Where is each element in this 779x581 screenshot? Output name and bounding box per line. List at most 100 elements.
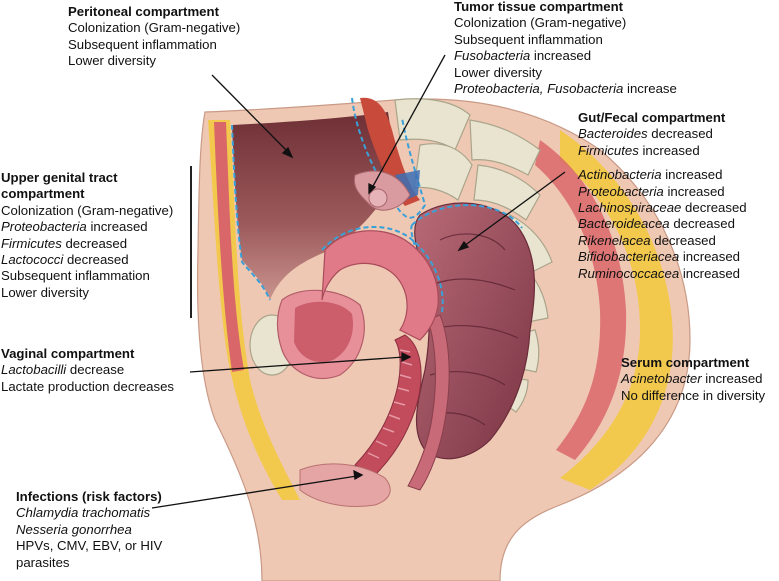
gut-item: Bacteroides decreased (578, 126, 747, 142)
gut-change: decreased (647, 126, 713, 142)
gut-item: Firmicutes increased (578, 143, 747, 159)
serum-line-1-taxon: Acinetobacter (621, 371, 702, 387)
gut-taxon: Lachinospiraceae (578, 200, 682, 216)
tumor-line-5: Proteobacteria, Fusobacteria increase (454, 81, 677, 97)
serum-line-2: No difference in diversity (621, 387, 766, 403)
arrowhead-vaginal (401, 351, 412, 363)
gut-taxon: Bacteroideacea (578, 216, 670, 232)
gut-spacer (578, 159, 747, 167)
upper-line-2-change: increased (86, 219, 148, 235)
upper-line-3: Firmicutes decreased (1, 236, 173, 252)
arrowhead-tumor (368, 182, 377, 195)
upper-line-1: Colonization (Gram-negative) (1, 202, 174, 218)
serum-compartment-label: Serum compartment Acinetobacter increase… (621, 355, 765, 404)
gut-compartment-label: Gut/Fecal compartment Bacteroides decrea… (578, 110, 747, 282)
arrowhead-peritoneal (281, 146, 294, 159)
gut-item: Actinobacteria increased (578, 167, 747, 183)
upper-line-3-taxon: Firmicutes (1, 235, 62, 251)
abdominal-fat-front (208, 120, 300, 500)
tumor-line-5-taxa: Proteobacteria, Fusobacteria (454, 81, 624, 97)
infections-label: Infections (risk factors) Chlamydia trac… (16, 489, 162, 571)
gut-item: Rikenelacea decreased (578, 233, 747, 249)
gut-item: Bacteroideacea decreased (578, 216, 747, 232)
gut-taxon: Rikenelacea (578, 232, 651, 248)
gut-taxon: Actinobacteria (578, 167, 662, 183)
gut-taxon: Bacteroides (578, 126, 648, 142)
upper-line-5: Subsequent inflammation (1, 268, 150, 284)
vulva (299, 463, 391, 508)
upper-line-2-taxon: Proteobacteria (1, 219, 87, 235)
back-muscle (535, 140, 627, 460)
bladder-lining (294, 301, 354, 362)
pointer-vaginal (189, 356, 405, 373)
tumor-compartment-label: Tumor tissue compartment Colonization (G… (454, 0, 677, 97)
pointer-gut (463, 171, 566, 247)
peritoneal-line-2: Subsequent inflammation (68, 36, 217, 52)
serum-title: Serum compartment (621, 355, 750, 370)
tumor-line-4: Lower diversity (454, 64, 542, 80)
pointer-peritoneal (211, 74, 289, 153)
gut-taxon: Bifidobacteriacea (578, 249, 680, 265)
upper-line-6: Lower diversity (1, 284, 89, 300)
upper-title-2: compartment (1, 186, 85, 202)
gut-taxon: Proteobacteria (578, 183, 664, 199)
upper-title-1: Upper genital tract (1, 170, 118, 185)
gut-change: increased (679, 249, 741, 265)
gut-item: Proteobacteria increased (578, 184, 747, 200)
vaginal-line-1: Lactobacilli decrease (1, 362, 174, 378)
vaginal-line-2: Lactate production decreases (1, 378, 175, 394)
vaginal-compartment-label: Vaginal compartment Lactobacilli decreas… (1, 346, 174, 395)
gut-taxon: Ruminococcacea (578, 265, 680, 281)
uterus (321, 230, 439, 341)
infections-line-3: HPVs, CMV, EBV, or HIV (16, 538, 163, 554)
abdominal-muscle (214, 122, 244, 372)
peritoneal-outline (231, 124, 271, 301)
upper-line-4-taxon: Lactococci (1, 252, 64, 268)
gut-taxon: Firmicutes (578, 142, 639, 158)
upper-genital-compartment-label: Upper genital tract compartment Coloniza… (1, 170, 173, 301)
gut-change: increased (638, 142, 700, 158)
peritoneal-cavity (232, 112, 398, 300)
gut-change: decreased (681, 200, 747, 216)
upper-line-4: Lactococci decreased (1, 252, 173, 268)
infections-line-2: Nesseria gonorrhea (16, 521, 132, 537)
vaginal-title: Vaginal compartment (1, 346, 135, 361)
infections-title: Infections (risk factors) (16, 489, 162, 504)
ureter (395, 170, 420, 200)
gut-change: increased (663, 183, 725, 199)
gut-title: Gut/Fecal compartment (578, 110, 726, 125)
tumor-line-1: Colonization (Gram-negative) (454, 15, 627, 31)
upper-line-2: Proteobacteria increased (1, 219, 173, 235)
infections-line-4: parasites (16, 554, 70, 570)
tumor-line-2: Subsequent inflammation (454, 31, 603, 47)
peritoneal-line-3: Lower diversity (68, 53, 156, 69)
vaginal-rugae (367, 349, 413, 459)
ovary-tube (353, 170, 411, 211)
peritoneal-compartment-label: Peritoneal compartment Colonization (Gra… (68, 4, 240, 70)
tumor-line-3-change: increased (530, 48, 592, 64)
arrowhead-gut (457, 240, 470, 252)
arrowhead-infections (353, 469, 364, 481)
vaginal-line-1-taxon: Lactobacilli (1, 362, 67, 378)
vaginal-line-1-change: decrease (66, 362, 125, 378)
gut-item: Lachinospiraceae decreased (578, 200, 747, 216)
tumor-outline (351, 97, 427, 219)
tumor-line-5-change: increase (623, 81, 677, 97)
rectum (407, 314, 450, 491)
gut-change: decreased (669, 216, 735, 232)
tumor-line-3-taxon: Fusobacteria (454, 48, 531, 64)
gut-change: increased (661, 167, 723, 183)
upper-line-4-change: decreased (63, 252, 129, 268)
serum-line-1: Acinetobacter increased (621, 371, 765, 387)
pointer-tumor (371, 54, 446, 189)
pointer-infections (151, 475, 358, 509)
gut-change: decreased (650, 232, 716, 248)
upper-line-3-change: decreased (61, 235, 128, 251)
tumor-title: Tumor tissue compartment (454, 0, 624, 14)
pointer-lines (151, 54, 566, 509)
gut-item: Bifidobacteriacea increased (578, 249, 747, 265)
back-fat (560, 130, 673, 490)
serum-line-1-change: increased (701, 371, 763, 387)
uterus-outline (321, 226, 444, 313)
